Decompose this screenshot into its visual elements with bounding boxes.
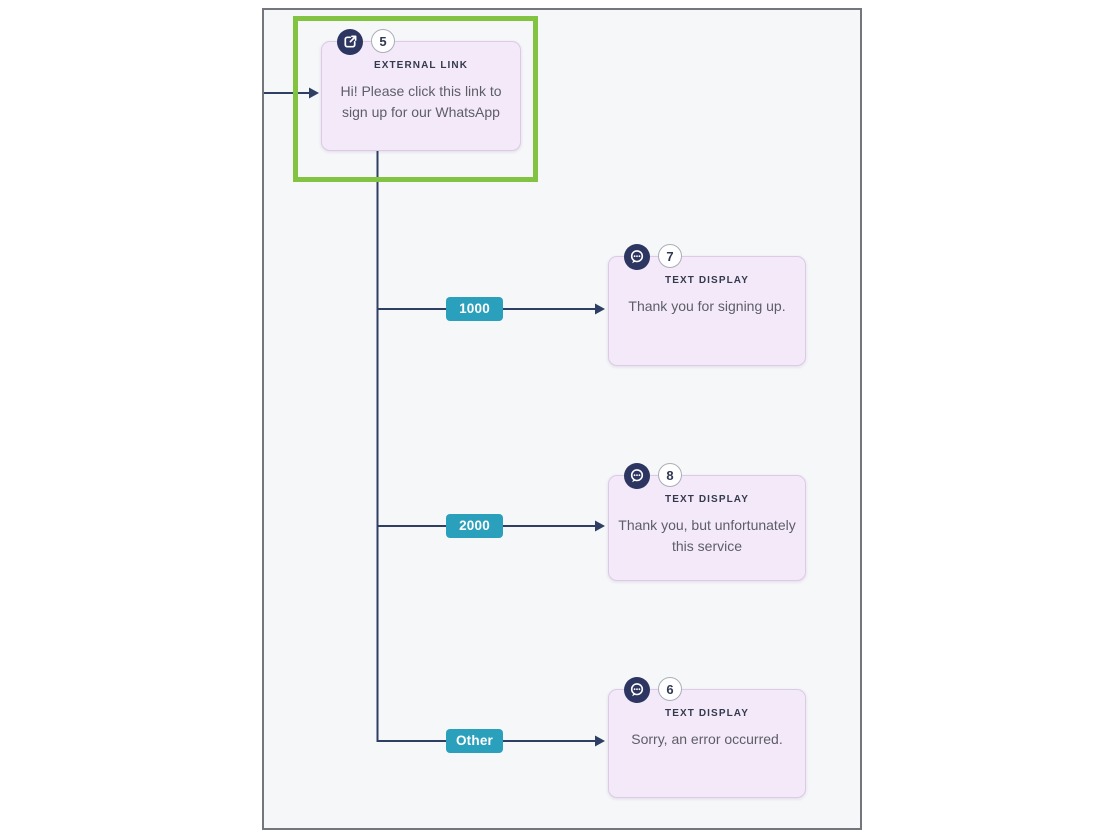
- node-type-label: EXTERNAL LINK: [373, 60, 469, 71]
- node-message-text: Sorry, an error occurred.: [631, 731, 783, 747]
- arrowhead-branch-1000: [595, 303, 605, 315]
- node-message-text: Hi! Please click this link to sign up fo…: [340, 83, 502, 120]
- arrowhead-incoming: [309, 87, 319, 99]
- chat-icon: [624, 463, 650, 489]
- node-external-link[interactable]: 5 EXTERNAL LINK Hi! Please click this li…: [321, 29, 521, 151]
- node-number-badge: 7: [658, 244, 682, 268]
- branch-label-other[interactable]: Other: [446, 729, 503, 753]
- node-type-label: TEXT DISPLAY: [665, 494, 749, 505]
- branch-label-1000[interactable]: 1000: [446, 297, 503, 321]
- node-text-display-3[interactable]: 6 TEXT DISPLAY Sorry, an error occurred.: [608, 677, 806, 798]
- branch-label-2000[interactable]: 2000: [446, 514, 503, 538]
- connector-trunk: [376, 151, 595, 742]
- node-number-badge: 6: [658, 677, 682, 701]
- node-text-display-2[interactable]: 8 TEXT DISPLAY Thank you, but unfortunat…: [608, 463, 806, 581]
- node-type-label: TEXT DISPLAY: [665, 275, 749, 286]
- arrowhead-branch-other: [595, 735, 605, 747]
- node-text-display-1[interactable]: 7 TEXT DISPLAY Thank you for signing up.: [608, 244, 806, 366]
- node-message-text: Thank you, but unfortunately this servic…: [618, 517, 796, 554]
- chat-icon: [624, 677, 650, 703]
- node-message-text: Thank you for signing up.: [628, 298, 786, 314]
- node-number-badge: 5: [371, 29, 395, 53]
- external-link-icon: [337, 29, 363, 55]
- chat-icon: [624, 244, 650, 270]
- arrowhead-branch-2000: [595, 520, 605, 532]
- node-type-label: TEXT DISPLAY: [665, 708, 749, 719]
- node-number-badge: 8: [658, 463, 682, 487]
